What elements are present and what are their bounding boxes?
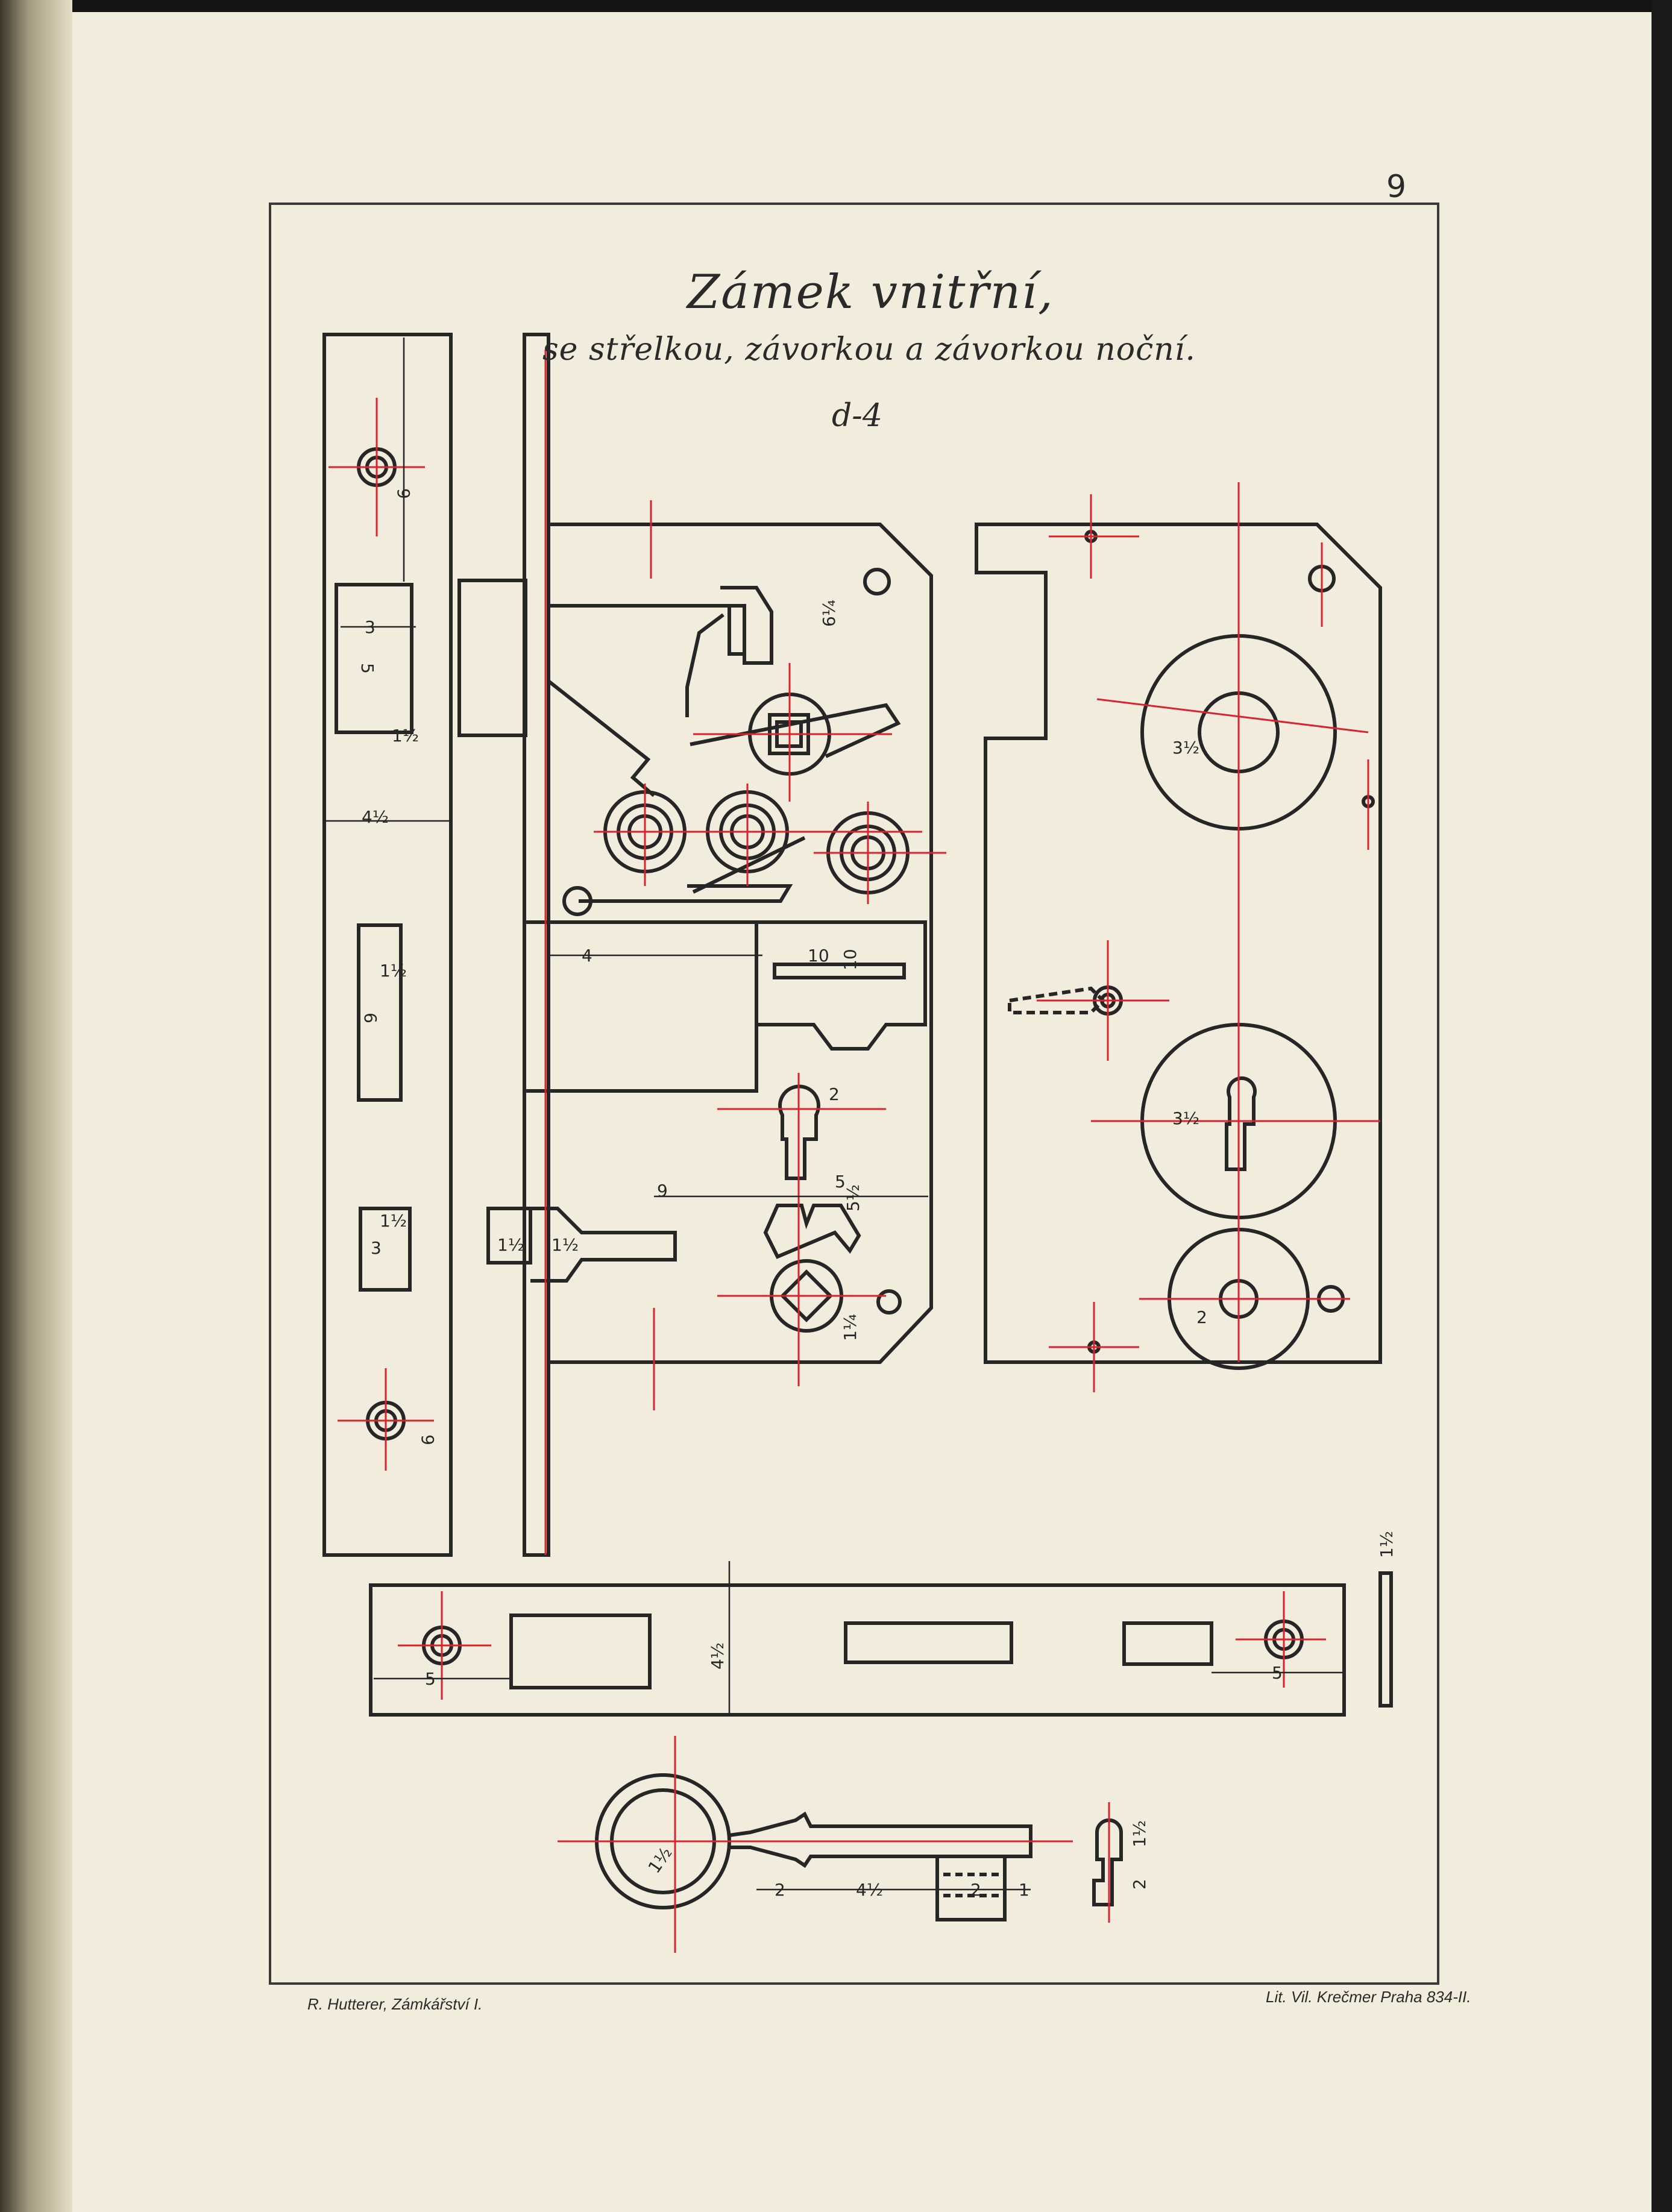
drawing-title: Zámek vnitřní, bbox=[687, 265, 1054, 319]
drawing-code: d-4 bbox=[832, 398, 882, 434]
dim-label: 3½ bbox=[1172, 1108, 1199, 1128]
dim-label: 3½ bbox=[1172, 738, 1199, 758]
binding-edge bbox=[0, 0, 72, 2212]
dim-label: 4½ bbox=[708, 1642, 728, 1670]
faceplate-left bbox=[322, 333, 453, 1557]
dim-label: 5 bbox=[1272, 1663, 1283, 1683]
dim-label: 5 bbox=[357, 663, 377, 674]
striker-plate bbox=[369, 1583, 1346, 1717]
footer-left: R. Hutterer, Zámkářství I. bbox=[307, 1995, 483, 2013]
dim-label: 6¼ bbox=[819, 600, 839, 627]
dim-label: 9 bbox=[657, 1181, 668, 1201]
dim-label: 4 bbox=[582, 946, 592, 966]
dim-label: 9 bbox=[418, 1434, 438, 1445]
dim-label: 2 bbox=[1130, 1879, 1149, 1890]
dim-label: 1½ bbox=[392, 726, 419, 746]
dim-label: 4½ bbox=[856, 1880, 883, 1900]
paper-sheet bbox=[72, 12, 1652, 2212]
dim-label: 2 bbox=[829, 1084, 840, 1104]
key-bit-profile bbox=[1092, 1818, 1123, 1906]
dim-label: 1½ bbox=[497, 1235, 524, 1255]
dim-label: 1½ bbox=[380, 961, 407, 981]
dim-label: 5 bbox=[425, 1669, 436, 1689]
dim-label: 5 bbox=[835, 1172, 846, 1192]
page-number: 9 bbox=[1386, 169, 1407, 205]
dimension-lines bbox=[322, 338, 1344, 1891]
dim-label: 10 bbox=[808, 946, 829, 966]
footer-right: Lit. Vil. Krečmer Praha 834-II. bbox=[1266, 1988, 1471, 2006]
dim-label: 1½ bbox=[1130, 1820, 1149, 1847]
dim-label: 1½ bbox=[1377, 1531, 1397, 1558]
dim-label: 2 bbox=[1196, 1307, 1207, 1327]
dim-label: 10 bbox=[840, 949, 860, 970]
lock-case bbox=[548, 523, 933, 1364]
dim-label: 4½ bbox=[362, 807, 389, 827]
drawing-frame bbox=[269, 203, 1439, 1985]
dim-label: 9 bbox=[394, 488, 413, 499]
center-lines bbox=[328, 350, 1380, 1953]
dim-label: 2 bbox=[775, 1880, 785, 1900]
dim-label: 1¼ bbox=[840, 1314, 860, 1341]
dim-label: 3 bbox=[371, 1238, 382, 1258]
dim-label: 1 bbox=[1019, 1880, 1029, 1900]
drawing-subtitle: se střelkou, závorkou a závorkou noční. bbox=[542, 331, 1196, 368]
dim-label: 5½ bbox=[843, 1184, 863, 1211]
dim-label: 6 bbox=[360, 1013, 380, 1023]
dim-label: 2 bbox=[970, 1880, 981, 1900]
dim-label: 1½ bbox=[380, 1211, 407, 1231]
dim-label: 3 bbox=[365, 617, 376, 637]
dim-label: 1½ bbox=[552, 1235, 579, 1255]
cover-plate bbox=[975, 523, 1382, 1364]
